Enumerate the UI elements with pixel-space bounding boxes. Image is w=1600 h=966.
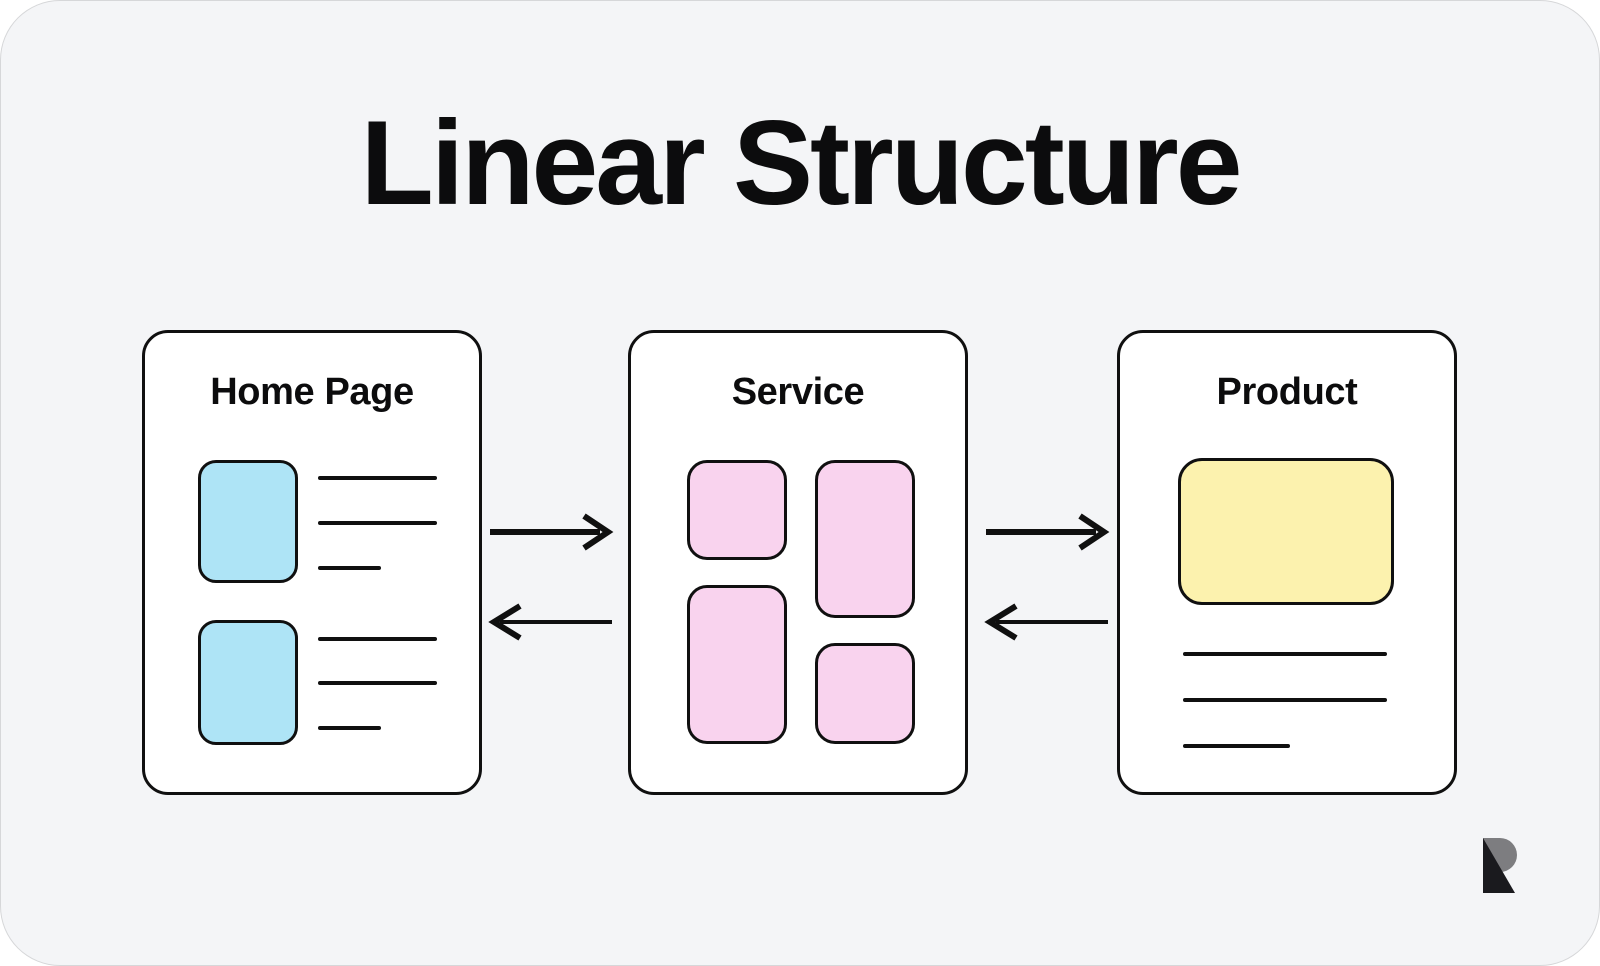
text-line [1183, 744, 1290, 748]
arrow-right-icon [488, 510, 614, 554]
card-product-title: Product [1216, 371, 1358, 413]
grid-block [687, 460, 787, 560]
text-line [318, 637, 437, 641]
arrow-right-icon [984, 510, 1110, 554]
text-line [1183, 698, 1387, 702]
card-home-page: Home Page [142, 330, 482, 795]
text-line [1183, 652, 1387, 656]
text-line [318, 476, 437, 480]
thumbnail-block [198, 620, 298, 745]
thumbnail-block [198, 460, 298, 583]
card-service-title: Service [731, 371, 865, 413]
arrow-left-icon [984, 600, 1110, 644]
text-line [318, 726, 381, 730]
card-product: Product [1117, 330, 1457, 795]
card-service: Service [628, 330, 968, 795]
grid-block [687, 585, 787, 744]
text-line [318, 566, 381, 570]
text-line [318, 681, 437, 685]
r-logo-icon [1483, 838, 1517, 893]
grid-block [815, 460, 915, 618]
grid-block [815, 643, 915, 744]
card-home-page-title: Home Page [210, 371, 414, 413]
arrow-left-icon [488, 600, 614, 644]
page-title: Linear Structure [360, 96, 1243, 230]
text-line [318, 521, 437, 525]
hero-block [1178, 458, 1394, 605]
